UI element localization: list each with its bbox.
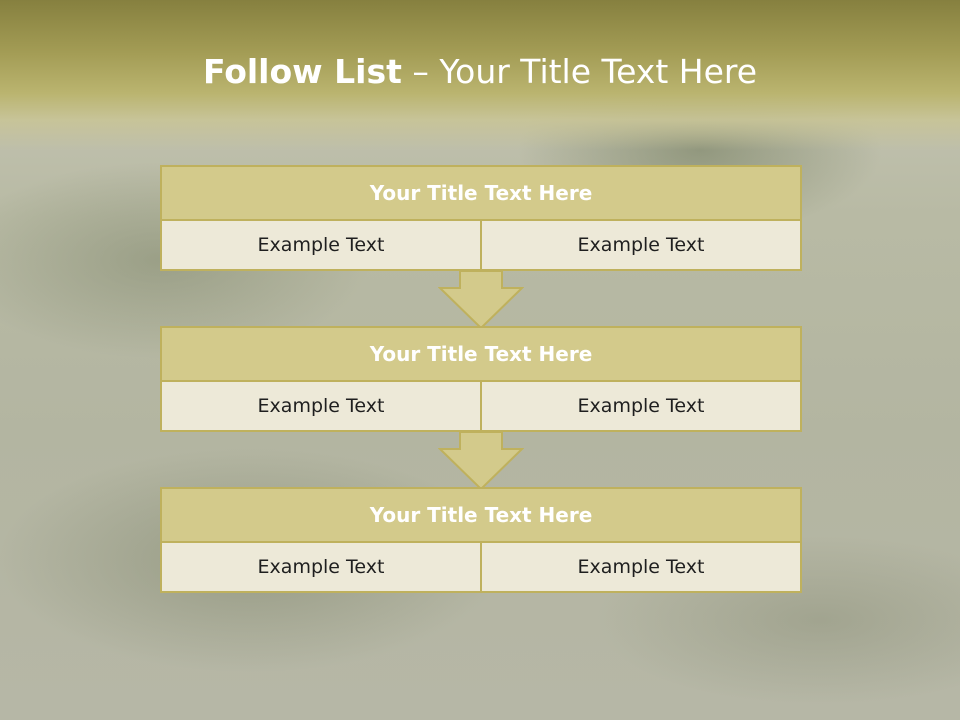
step-cell-right: Example Text [480, 382, 800, 430]
step-title: Your Title Text Here [160, 165, 802, 221]
step-box-3: Your Title Text Here Example Text Exampl… [160, 487, 802, 593]
step-cell-right: Example Text [480, 543, 800, 591]
step-row: Example Text Example Text [160, 221, 802, 271]
slide-title-rest: – Your Title Text Here [401, 52, 758, 91]
step-cell-left: Example Text [257, 395, 385, 417]
title-banner [0, 0, 960, 150]
step-cell-right: Example Text [480, 221, 800, 269]
step-box-2: Your Title Text Here Example Text Exampl… [160, 326, 802, 432]
step-title: Your Title Text Here [160, 326, 802, 382]
step-cell-left: Example Text [257, 556, 385, 578]
step-box-1: Your Title Text Here Example Text Exampl… [160, 165, 802, 271]
step-row: Example Text Example Text [160, 543, 802, 593]
step-row: Example Text Example Text [160, 382, 802, 432]
down-arrow-icon [438, 270, 524, 330]
down-arrow-icon [438, 431, 524, 491]
slide-title-bold: Follow List [202, 52, 402, 91]
slide-title: Follow List – Your Title Text Here [0, 52, 960, 91]
step-cell-left: Example Text [257, 234, 385, 256]
step-title: Your Title Text Here [160, 487, 802, 543]
